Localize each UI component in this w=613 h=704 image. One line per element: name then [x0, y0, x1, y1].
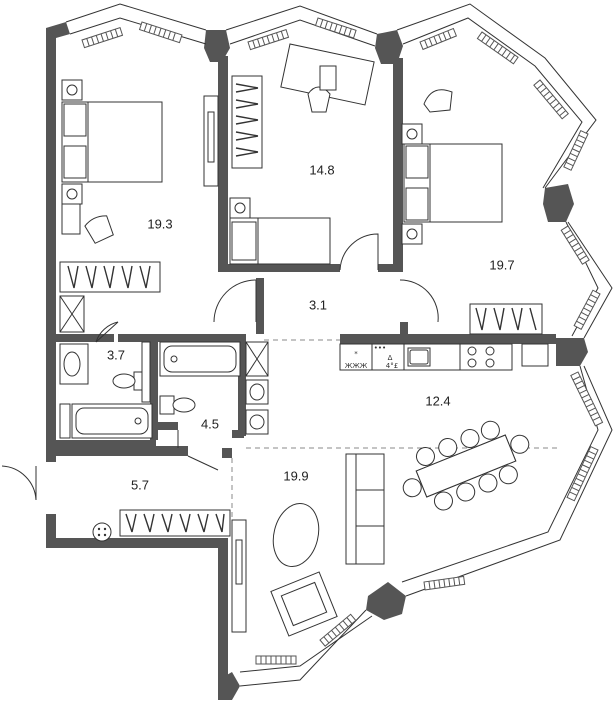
freezer-mark: *	[354, 350, 358, 358]
wardrobe	[469, 303, 543, 335]
sink	[59, 343, 89, 385]
storage-box	[59, 295, 85, 333]
washing-machine	[245, 409, 269, 435]
dining-table	[402, 420, 530, 511]
wardrobe	[231, 75, 263, 169]
bathroom-small: 3.7	[59, 341, 153, 439]
window-hatches	[81, 17, 604, 665]
room-area-label: 14.8	[309, 162, 334, 177]
nightstand	[401, 123, 423, 245]
coffee-table	[272, 502, 320, 568]
room-area-label: 3.7	[107, 347, 125, 362]
tv-stand	[231, 519, 247, 633]
mirror-panel	[203, 95, 219, 187]
kitchen: * ЖЖЖ ••• Δ 4°£ 12.4	[339, 343, 549, 511]
single-bed	[229, 197, 331, 265]
hob	[467, 346, 495, 368]
room-area-label: 3.1	[309, 297, 327, 312]
dots-mark: •••	[374, 344, 386, 352]
bedroom-top: 14.8	[203, 43, 375, 265]
outer-walls	[46, 22, 588, 700]
wardrobe	[59, 261, 161, 293]
coat-rack	[92, 522, 112, 542]
bathroom-large: 4.5	[159, 341, 269, 435]
room-area-label: 19.9	[283, 468, 308, 483]
living-room: 19.9	[231, 453, 385, 637]
oven-mark: Δ	[388, 354, 393, 362]
code-mark: 4°£	[386, 362, 398, 370]
room-area-label: 19.3	[147, 216, 172, 231]
bathtub	[71, 403, 153, 439]
room-area-label: 12.4	[425, 393, 450, 408]
armchair	[270, 571, 338, 637]
room-area-label: 5.7	[131, 477, 149, 492]
sofa	[345, 453, 385, 565]
bedroom-left: 19.3	[59, 79, 173, 333]
bathtub	[159, 341, 241, 377]
storage-box	[245, 341, 269, 377]
room-area-label: 19.7	[489, 257, 514, 272]
wardrobe	[119, 509, 231, 537]
room-area-label: 4.5	[201, 416, 219, 431]
entrance: 5.7	[92, 477, 231, 542]
sink	[245, 379, 269, 405]
doors	[1, 233, 439, 501]
interior-walls	[46, 56, 556, 458]
armchair	[423, 89, 453, 113]
nightstand	[61, 79, 83, 205]
toilet	[159, 395, 196, 415]
fridge-mark: ЖЖЖ	[345, 362, 368, 370]
sink	[407, 347, 431, 367]
desk-chair	[307, 65, 337, 113]
bedroom-right: 19.7	[401, 89, 543, 335]
double-bed	[61, 101, 163, 183]
armchair	[84, 215, 114, 244]
double-bed	[403, 143, 503, 223]
